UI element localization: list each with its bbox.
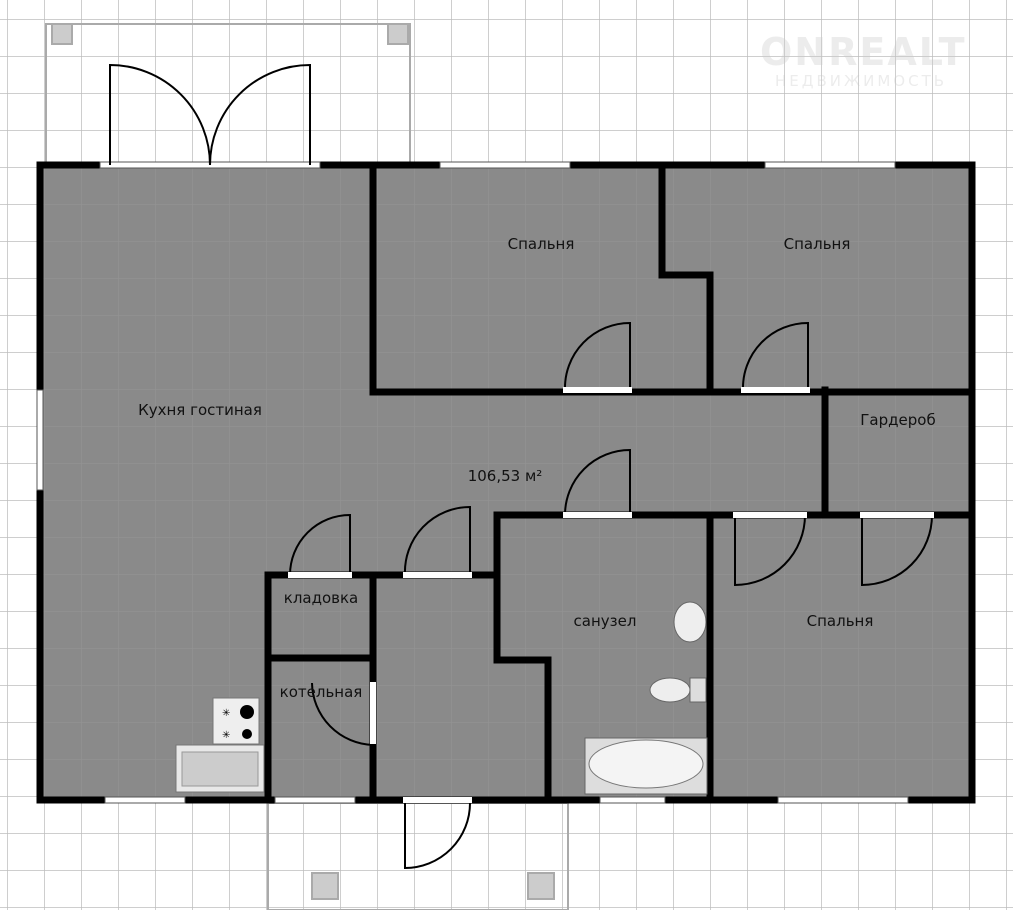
washbasin-icon xyxy=(673,601,707,643)
doors xyxy=(109,63,933,870)
room-label-bedroom-1: Спальня xyxy=(507,235,575,253)
room-label-bedroom-3: Спальня xyxy=(806,612,874,630)
room-label-wardrobe: Гардероб xyxy=(860,411,936,429)
sink-cabinet-icon xyxy=(175,744,265,793)
door-openings xyxy=(288,387,934,803)
svg-text:✳: ✳ xyxy=(222,730,230,741)
bathtub-icon xyxy=(584,737,708,795)
room-label-bedroom-2: Спальня xyxy=(783,235,851,253)
watermark-brand: ONREALT xyxy=(760,30,967,74)
room-label-pantry: кладовка xyxy=(283,589,359,607)
watermark-tagline: НЕДВИЖИМОСТЬ xyxy=(775,72,948,90)
svg-text:✳: ✳ xyxy=(222,708,230,719)
stove-icon: ✳✳ xyxy=(212,697,260,745)
room-label-kitchen-living: Кухня гостиная xyxy=(138,401,262,419)
room-label-boiler: котельная xyxy=(279,683,363,701)
room-label-bathroom: санузел xyxy=(573,612,637,630)
total-area: 106,53 м² xyxy=(467,467,543,485)
toilet-icon xyxy=(649,677,707,703)
